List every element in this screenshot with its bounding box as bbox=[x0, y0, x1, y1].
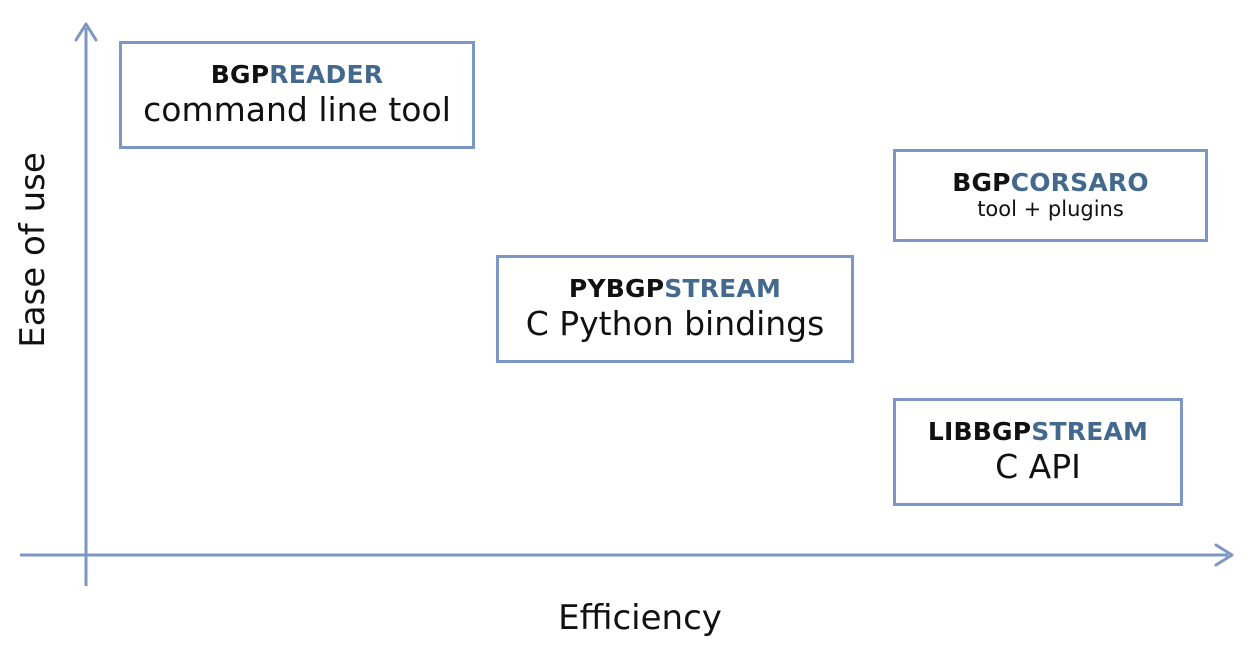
libbgpstream-box: LIBBGPSTREAM C API bbox=[893, 398, 1183, 506]
pybgpstream-title-prefix: PYBGP bbox=[568, 273, 665, 303]
x-axis-arrowhead bbox=[1214, 543, 1234, 567]
libbgpstream-title: LIBBGPSTREAM bbox=[927, 416, 1149, 447]
x-axis-label: Efficiency bbox=[558, 598, 722, 638]
bgpreader-title-accent: READER bbox=[269, 59, 384, 89]
bgpreader-box: BGPREADER command line tool bbox=[119, 41, 475, 149]
bgpreader-subtitle: command line tool bbox=[143, 89, 451, 129]
pybgpstream-title-accent: STREAM bbox=[664, 273, 782, 303]
bgpcorsaro-title-prefix: BGP bbox=[952, 167, 1011, 197]
bgpcorsaro-title: BGPCORSARO bbox=[952, 167, 1149, 198]
libbgpstream-title-prefix: LIBBGP bbox=[927, 416, 1032, 446]
pybgpstream-title: PYBGPSTREAM bbox=[568, 273, 782, 304]
bgpreader-title-prefix: BGP bbox=[210, 59, 270, 89]
pybgpstream-subtitle: C Python bindings bbox=[525, 303, 825, 343]
libbgpstream-subtitle: C API bbox=[995, 446, 1081, 486]
bgpcorsaro-subtitle: tool + plugins bbox=[977, 197, 1124, 222]
y-axis-arrowhead bbox=[74, 22, 98, 42]
pybgpstream-box: PYBGPSTREAM C Python bindings bbox=[496, 255, 854, 363]
bgpcorsaro-title-accent: CORSARO bbox=[1010, 167, 1149, 197]
libbgpstream-title-accent: STREAM bbox=[1031, 416, 1149, 446]
bgpcorsaro-box: BGPCORSARO tool + plugins bbox=[893, 149, 1208, 242]
bgpreader-title: BGPREADER bbox=[210, 59, 384, 90]
y-axis-label: Ease of use bbox=[13, 152, 53, 348]
